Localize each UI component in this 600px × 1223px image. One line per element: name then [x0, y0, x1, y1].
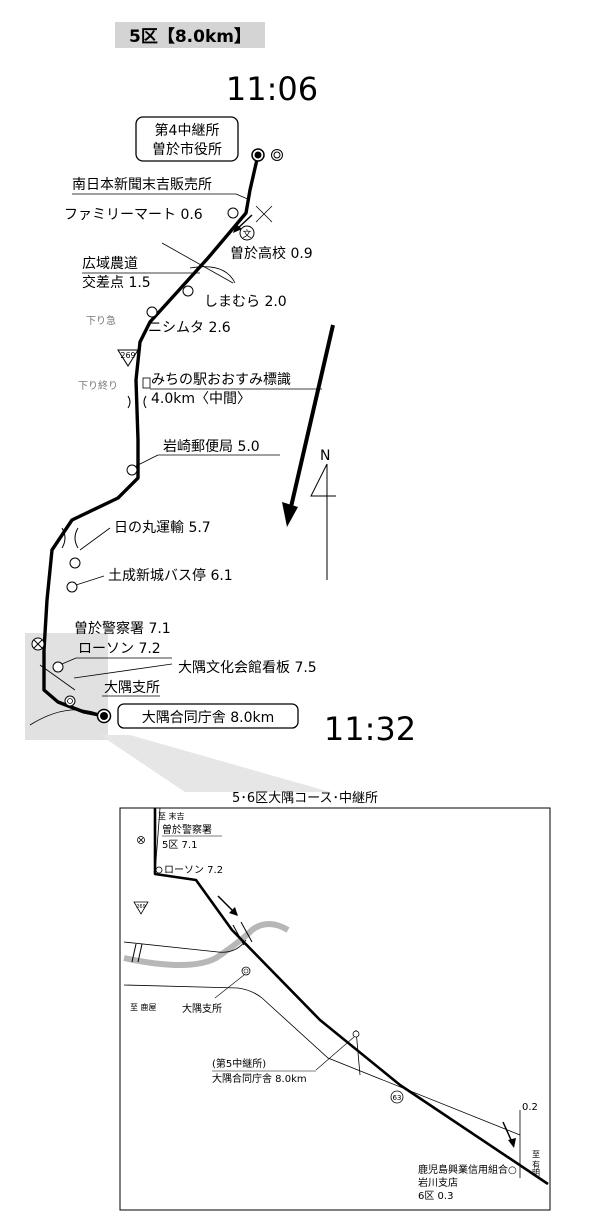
label-nishimuta: ニシムタ 2.6 — [148, 320, 231, 336]
label-koiki-2: 交差点 1.5 — [82, 274, 151, 291]
start-time: 11:06 — [226, 70, 318, 108]
label-osumi-shisho: 大隅支所 — [104, 680, 160, 696]
label-iwasaki: 岩崎郵便局 5.0 — [163, 439, 260, 455]
nishimuta-icon — [146, 306, 158, 318]
inset-police-1: 曽於警察署 — [162, 823, 212, 836]
label-police: 曽於警察署 7.1 — [74, 620, 171, 637]
finish-time: 11:32 — [324, 710, 416, 748]
inset-route-small: 269 — [136, 904, 146, 910]
inset-route-shield-icon — [133, 901, 149, 915]
inset-route-63: 63 — [393, 1094, 402, 1102]
sign-icon — [142, 377, 151, 389]
label-hinomaru: 日の丸運輸 5.7 — [114, 520, 211, 536]
iwasaki-icon — [126, 464, 138, 476]
big-arrow-icon — [282, 502, 298, 527]
start-box-line1: 第4中継所 — [155, 122, 220, 139]
label-tsuchinari: 土成新城バス停 6.1 — [108, 567, 233, 584]
inset-to-ariake: 至 有明 — [532, 1150, 541, 1178]
cross-road-1 — [161, 242, 234, 284]
hinomaru-icon — [69, 557, 81, 569]
section-label: 5区【8.0km】 — [129, 26, 251, 47]
route-shield-icon — [117, 349, 139, 367]
label-familymart: ファミリーマート 0.6 — [64, 207, 203, 223]
lawson-icon — [52, 661, 64, 673]
label-lawson: ローソン 7.2 — [78, 641, 161, 657]
svg-text:文: 文 — [242, 228, 251, 240]
big-arrow-shaft — [289, 324, 335, 508]
shimamura-icon — [182, 285, 194, 297]
label-koiki-1: 広域農道 — [82, 256, 138, 272]
inset-police-2: 5区 7.1 — [162, 839, 197, 851]
zoom-cone — [100, 735, 330, 792]
inset-bank-2: 岩川支店 — [418, 1176, 458, 1189]
north-label: N — [320, 448, 330, 464]
route-number: 269 — [120, 351, 135, 360]
inset-arrow-2-icon — [508, 1138, 516, 1148]
start-marker-dot — [254, 151, 262, 159]
direction-arrow-icon — [233, 224, 242, 233]
inset-relay-1: (第5中継所) — [212, 1057, 266, 1070]
school-icon — [239, 225, 255, 241]
start-box-line2: 曽於市役所 — [152, 141, 222, 158]
section-badge — [115, 22, 265, 48]
inset-route63-icon — [390, 1090, 404, 1104]
inset-river — [123, 921, 290, 968]
inset-shisho: 大隅支所 — [182, 1002, 222, 1015]
finish-box — [117, 703, 299, 729]
bus-stop-icon — [66, 581, 78, 593]
inset-title: 5･6区大隅コース･中継所 — [232, 791, 378, 806]
finish-marker-dot — [100, 712, 108, 720]
side-road-2 — [39, 664, 76, 691]
label-nishinippon: 南日本新聞末吉販売所 — [72, 177, 212, 193]
label-soo-high: 曽於高校 0.9 — [230, 245, 313, 262]
slope-down-start: 下り急 — [86, 314, 116, 327]
label-shimamura: しまむら 2.0 — [204, 294, 287, 310]
inset-to-kanoya: 至 鹿屋 — [130, 1002, 157, 1012]
inset-frame — [119, 807, 551, 1211]
inset-bank-1: 鹿児島興業信用組合○ — [418, 1163, 517, 1176]
inset-relay-icon — [352, 1030, 360, 1038]
inset-dist-02: 0.2 — [522, 1102, 538, 1113]
inset-lawson: ローソン 7.2 — [164, 865, 223, 876]
inset-direction-icon — [229, 907, 238, 916]
finish-box-label: 大隅合同庁舎 8.0km — [142, 710, 274, 726]
inset-lawson-icon — [155, 866, 163, 874]
compass-icon — [310, 463, 336, 497]
route-line — [42, 154, 260, 718]
cross-road-2 — [189, 266, 236, 284]
inset-to-sueyoshi: 至 末吉 — [158, 811, 185, 821]
start-box — [135, 116, 239, 162]
familymart-icon — [227, 207, 239, 219]
label-halfway: 4.0km〈中間〉 — [151, 391, 251, 407]
inset-route — [153, 808, 549, 1186]
label-bunka: 大隅文化会館看板 7.5 — [178, 659, 317, 676]
label-michinoeki: みちの駅おおすみ標識 — [151, 372, 291, 388]
bridge-icon — [61, 527, 79, 549]
slope-down-end: 下り終り — [78, 379, 118, 392]
halfway-marker-icon — [127, 395, 147, 409]
inset-bank-3: 6区 0.3 — [418, 1190, 453, 1202]
inset-relay-2: 大隅合同庁舎 8.0km — [212, 1072, 307, 1085]
